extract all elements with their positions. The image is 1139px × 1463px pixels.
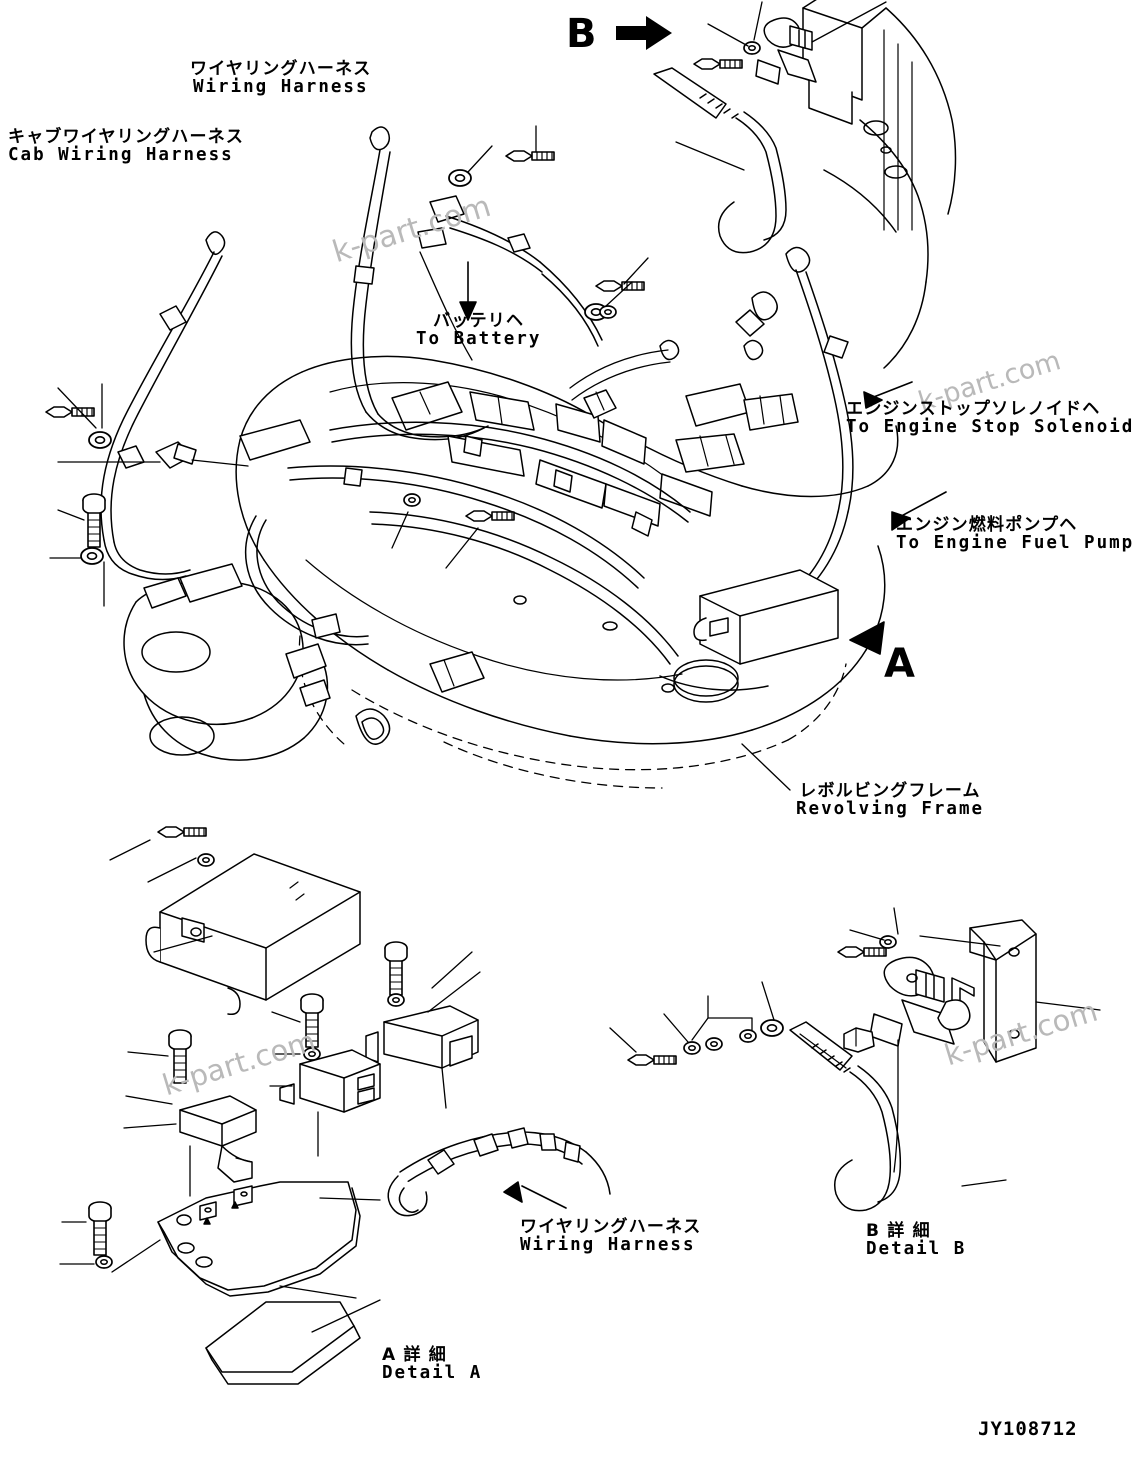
callout-en-text: To Engine Fuel Pump [896,533,1135,554]
section-marker-a: A [884,644,915,684]
callout-to-battery: バッテリヘ To Battery [416,312,541,349]
callout-en-text: Cab Wiring Harness [8,145,234,166]
callout-jp-text: ワイヤリングハーネス [520,1217,702,1237]
callout-jp-text: キャブワイヤリングハーネス [8,127,245,147]
callout-detail-a: A 詳 細 Detail A [382,1346,482,1383]
callout-en-text: Revolving Frame [796,799,985,820]
section-marker-b: B [566,11,673,57]
callout-jp-text: ワイヤリングハーネス [190,59,372,79]
callout-en-text: Detail A [382,1363,483,1384]
callout-jp-text: A 詳 細 [382,1345,447,1365]
callout-wiring-harness-detail: ワイヤリングハーネス Wiring Harness [520,1218,702,1255]
callout-detail-b: B 詳 細 Detail B [866,1222,966,1259]
callout-to-engine-fuel-pump: エンジン燃料ポンプヘ To Engine Fuel Pump [896,516,1134,553]
callout-en-text: To Engine Stop Solenoid [846,417,1135,438]
section-marker-a-letter: A [884,641,915,687]
callout-en-text: To Battery [416,329,542,350]
callout-en-text: Wiring Harness [192,77,369,98]
callout-jp-text: レボルビングフレーム [799,781,981,801]
callout-jp-text: B 詳 細 [866,1221,931,1241]
callout-revolving-frame: レボルビングフレーム Revolving Frame [796,782,984,819]
callout-to-engine-stop-solenoid: エンジンストップソレノイドヘ To Engine Stop Solenoid [846,400,1134,437]
callout-jp-text: エンジンストップソレノイドヘ [846,399,1101,419]
callout-jp-text: バッテリヘ [433,311,525,331]
callout-wiring-harness-top: ワイヤリングハーネス Wiring Harness [190,60,372,97]
callout-en-text: Wiring Harness [520,1235,696,1256]
callout-en-text: Detail B [866,1239,967,1260]
section-marker-b-letter: B [566,11,597,57]
drawing-number: JY108712 [978,1418,1078,1440]
callout-cab-wiring-harness: キャブワイヤリングハーネス Cab Wiring Harness [8,128,244,165]
section-arrow-right-icon [616,15,673,57]
callout-jp-text: エンジン燃料ポンプヘ [896,515,1078,535]
